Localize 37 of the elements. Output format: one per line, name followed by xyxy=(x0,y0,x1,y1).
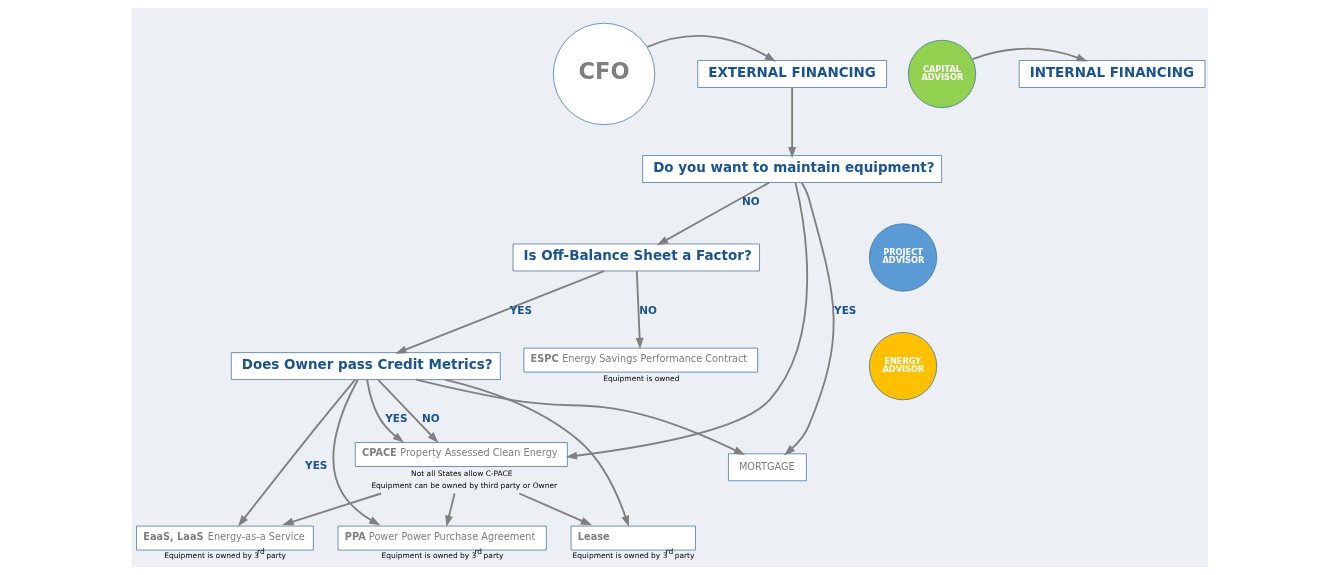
node-label: Equipment can be owned by third party or Owner xyxy=(370,481,557,491)
arrow xyxy=(787,86,796,159)
arrow xyxy=(971,47,1088,62)
arrow xyxy=(635,270,644,350)
node-circle: PROJECT ADVISOR xyxy=(868,223,937,292)
node-box: Is Off-Balance Sheet a Factor? xyxy=(512,243,760,272)
node-box: MORTGAGE xyxy=(727,453,807,482)
node-label: Equipment is owned xyxy=(602,374,679,384)
arrow xyxy=(237,378,356,527)
edge-label: NO xyxy=(741,195,760,208)
node-box: Does Owner pass Credit Metrics? xyxy=(230,352,501,380)
edge-label: YES xyxy=(304,459,327,472)
arrow xyxy=(376,378,438,443)
edge-label: YES xyxy=(833,303,856,316)
node-box: Do you want to maintain equipment? xyxy=(641,155,942,183)
arrow xyxy=(394,270,605,354)
node-circle: ENERGY ADVISOR xyxy=(868,332,937,401)
arrow xyxy=(656,181,770,246)
edge-label: NO xyxy=(638,303,657,316)
node-label: Not all States allow C-PACE xyxy=(410,468,513,478)
arrow xyxy=(444,492,456,527)
arrow xyxy=(365,378,404,443)
arrow xyxy=(281,492,382,526)
node-box: INTERNAL FINANCING xyxy=(1018,60,1205,88)
arrow xyxy=(414,378,745,455)
edge-label: NO xyxy=(421,412,440,425)
arrow xyxy=(443,378,629,527)
node-circle: CAPITAL ADVISOR xyxy=(907,39,976,109)
arrow xyxy=(783,181,834,456)
arrow xyxy=(332,378,380,526)
node-circle: CFO xyxy=(552,22,655,126)
edge-label: YES xyxy=(384,412,408,425)
arrow xyxy=(565,181,808,460)
edge-label: YES xyxy=(509,303,532,316)
node-box: EXTERNAL FINANCING xyxy=(696,60,887,88)
arrow xyxy=(645,34,776,62)
arrow xyxy=(517,492,592,526)
